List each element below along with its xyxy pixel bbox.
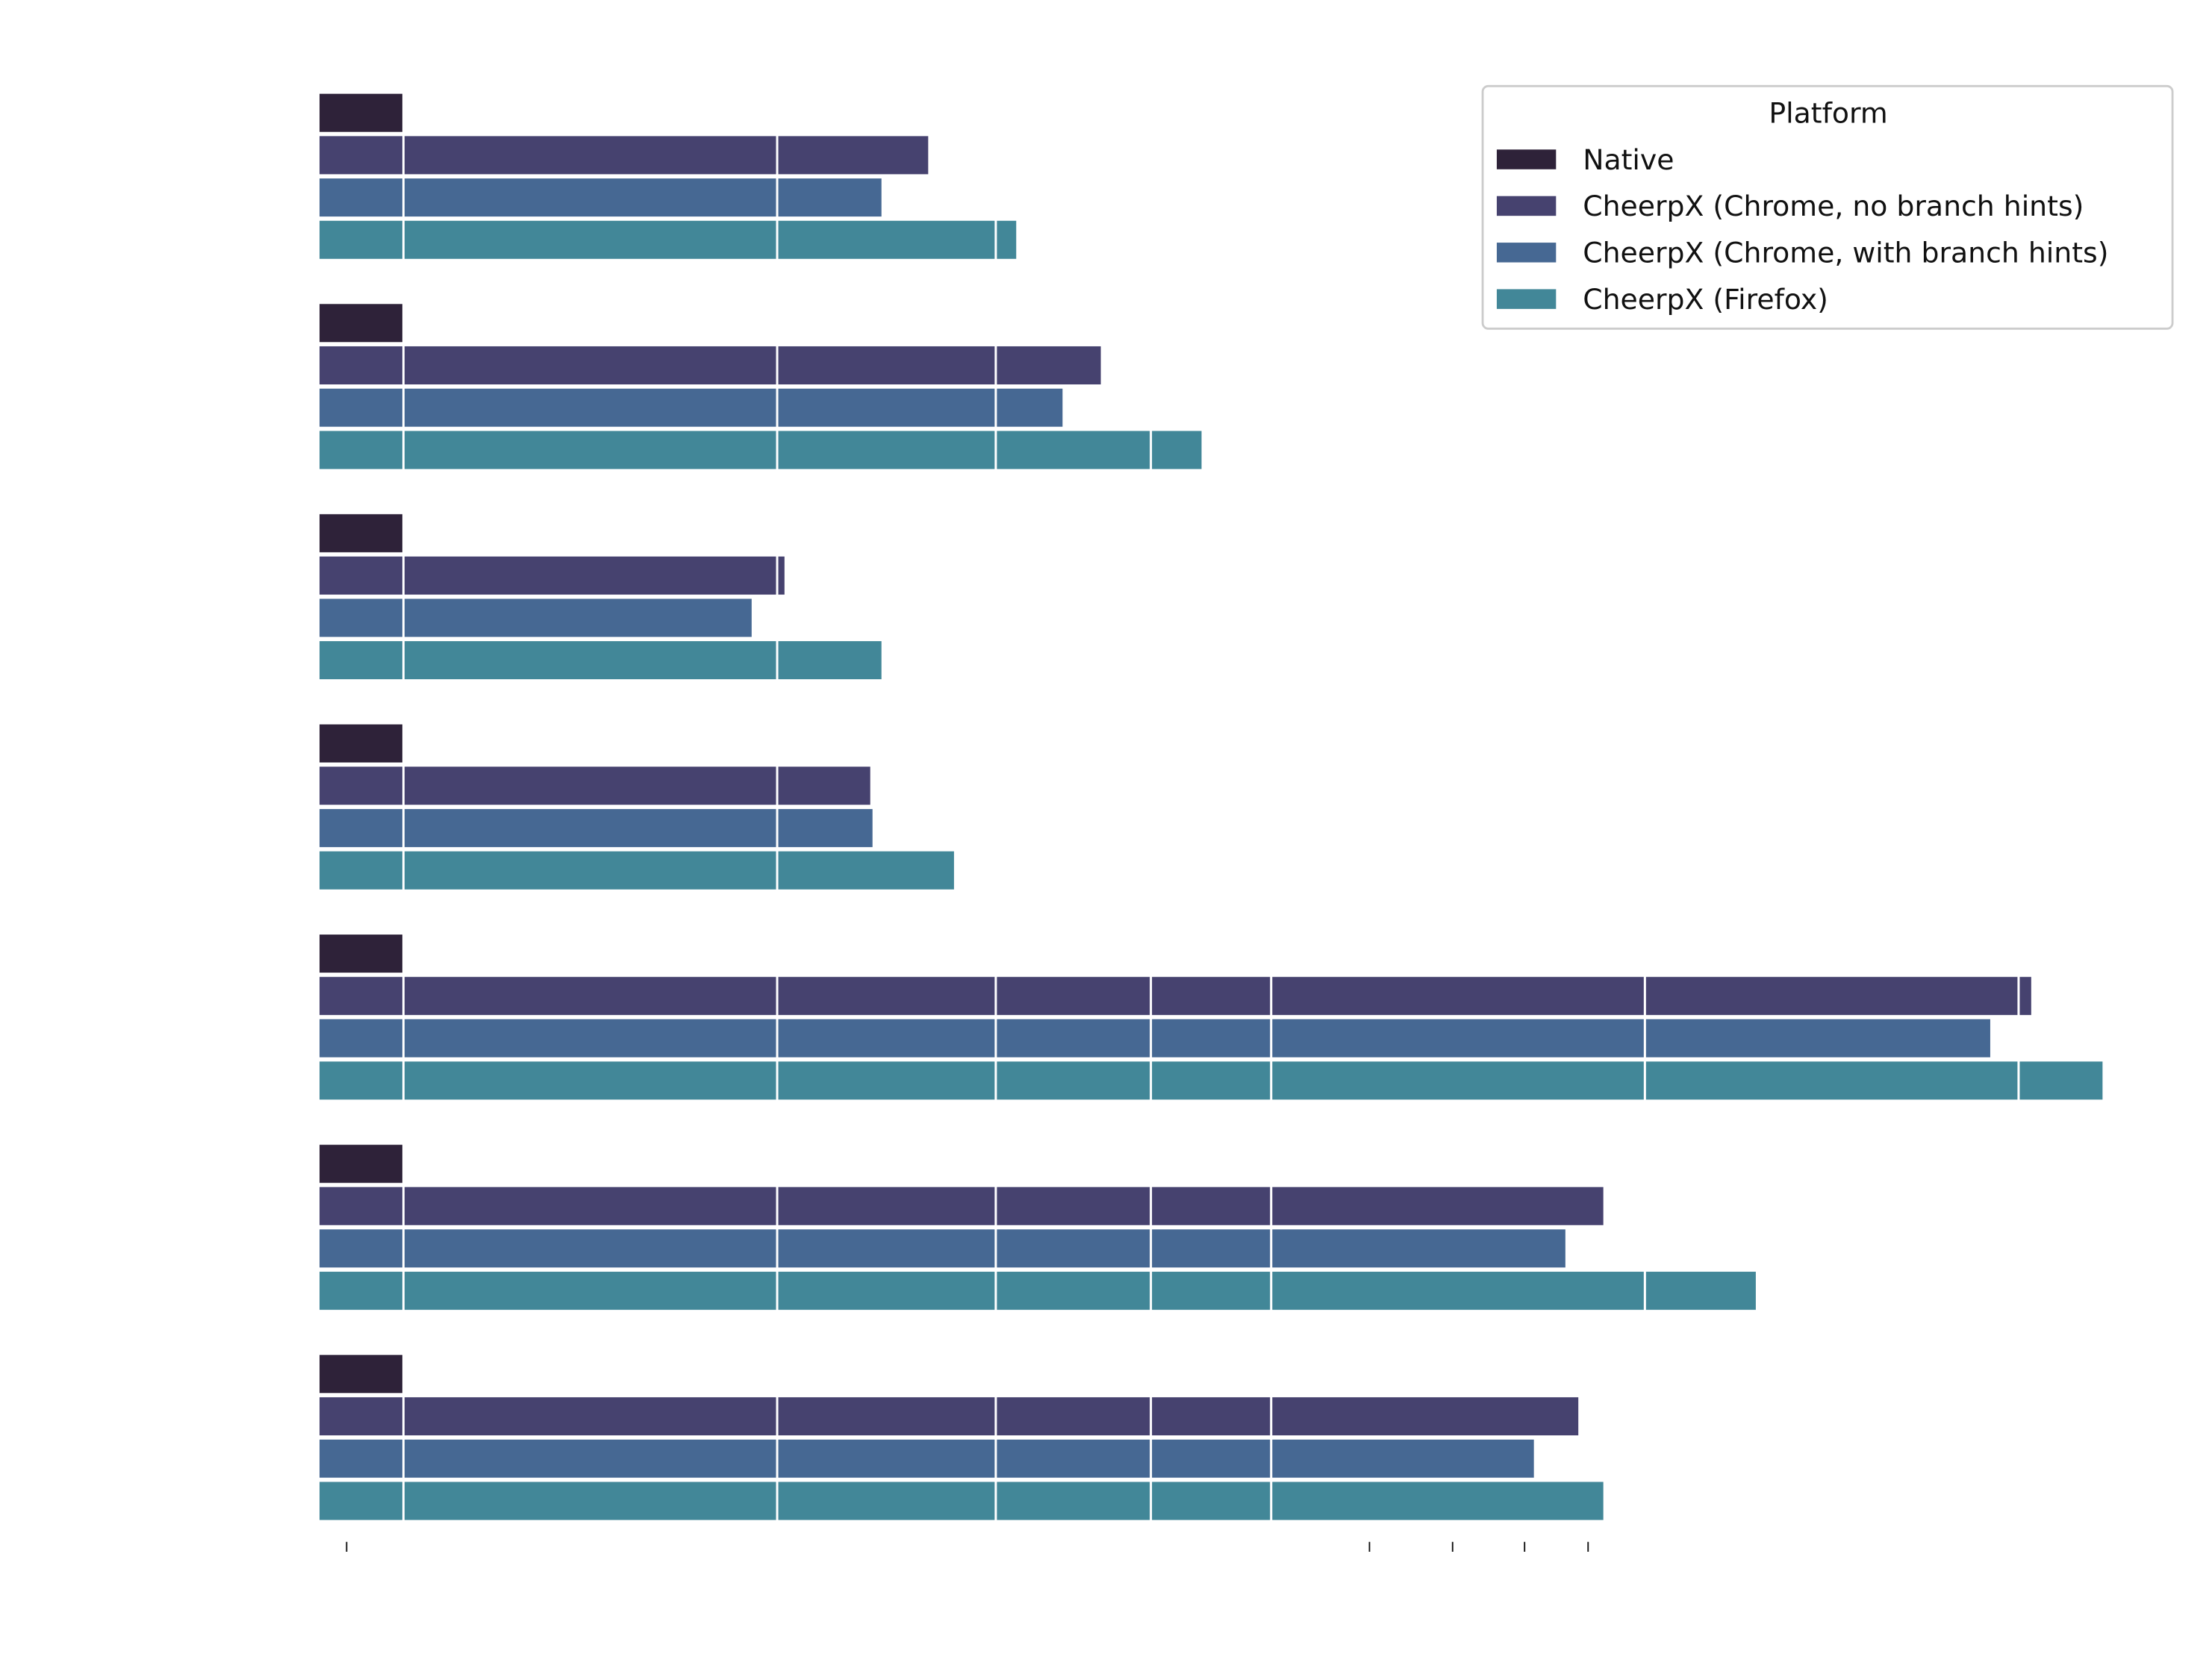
bar-cheerpx-firefox--0 (318, 219, 1018, 260)
bar-cheerpx-firefox--3 (318, 849, 956, 891)
bar-cheerpx-chrome-with-branch-hints--0 (318, 177, 883, 218)
bar-cheerpx-chrome-with-branch-hints--1 (318, 387, 1065, 428)
bar-cheerpx-chrome-no-branch-hints--0 (318, 134, 930, 176)
legend-swatch (1496, 149, 1557, 169)
bar-native-3 (318, 723, 405, 764)
bar-cheerpx-chrome-with-branch-hints--5 (318, 1228, 1567, 1269)
bar-cheerpx-chrome-no-branch-hints--4 (318, 975, 2033, 1017)
legend-swatch (1496, 289, 1557, 309)
bar-cheerpx-chrome-with-branch-hints--3 (318, 807, 874, 849)
legend-title: Platform (1769, 96, 1887, 129)
legend-swatch (1496, 243, 1557, 263)
bar-cheerpx-chrome-no-branch-hints--5 (318, 1185, 1605, 1227)
legend-item: CheerpX (Firefox) (1496, 283, 1828, 316)
legend-item: Native (1496, 143, 1674, 176)
bar-cheerpx-chrome-no-branch-hints--3 (318, 765, 872, 807)
bar-cheerpx-chrome-no-branch-hints--1 (318, 345, 1103, 386)
legend-label: CheerpX (Firefox) (1583, 283, 1828, 316)
bar-native-2 (318, 512, 405, 554)
bar-cheerpx-chrome-no-branch-hints--2 (318, 555, 786, 596)
bar-native-1 (318, 302, 405, 344)
bar-native-6 (318, 1353, 405, 1395)
legend-item: CheerpX (Chrome, with branch hints) (1496, 237, 2108, 269)
bar-native-0 (318, 92, 405, 134)
legend-label: CheerpX (Chrome, with branch hints) (1583, 237, 2108, 269)
bar-cheerpx-chrome-with-branch-hints--2 (318, 597, 753, 639)
bar-cheerpx-chrome-no-branch-hints--6 (318, 1396, 1580, 1437)
bar-cheerpx-firefox--5 (318, 1270, 1757, 1311)
bars (318, 92, 2104, 1522)
legend-item: CheerpX (Chrome, no branch hints) (1496, 190, 2084, 222)
bar-native-5 (318, 1143, 405, 1185)
legend-frame (1481, 84, 2174, 330)
bar-cheerpx-firefox--6 (318, 1480, 1605, 1522)
legend-swatch (1496, 196, 1557, 216)
bar-native-4 (318, 933, 405, 974)
legend-label: CheerpX (Chrome, no branch hints) (1583, 190, 2084, 222)
bar-cheerpx-chrome-with-branch-hints--6 (318, 1438, 1536, 1479)
x-ticks (346, 1541, 1589, 1552)
bar-cheerpx-firefox--1 (318, 429, 1203, 471)
bar-cheerpx-firefox--2 (318, 640, 883, 681)
legend-label: Native (1583, 143, 1674, 176)
bar-cheerpx-firefox--4 (318, 1060, 2104, 1102)
bar-cheerpx-chrome-with-branch-hints--4 (318, 1017, 1992, 1059)
